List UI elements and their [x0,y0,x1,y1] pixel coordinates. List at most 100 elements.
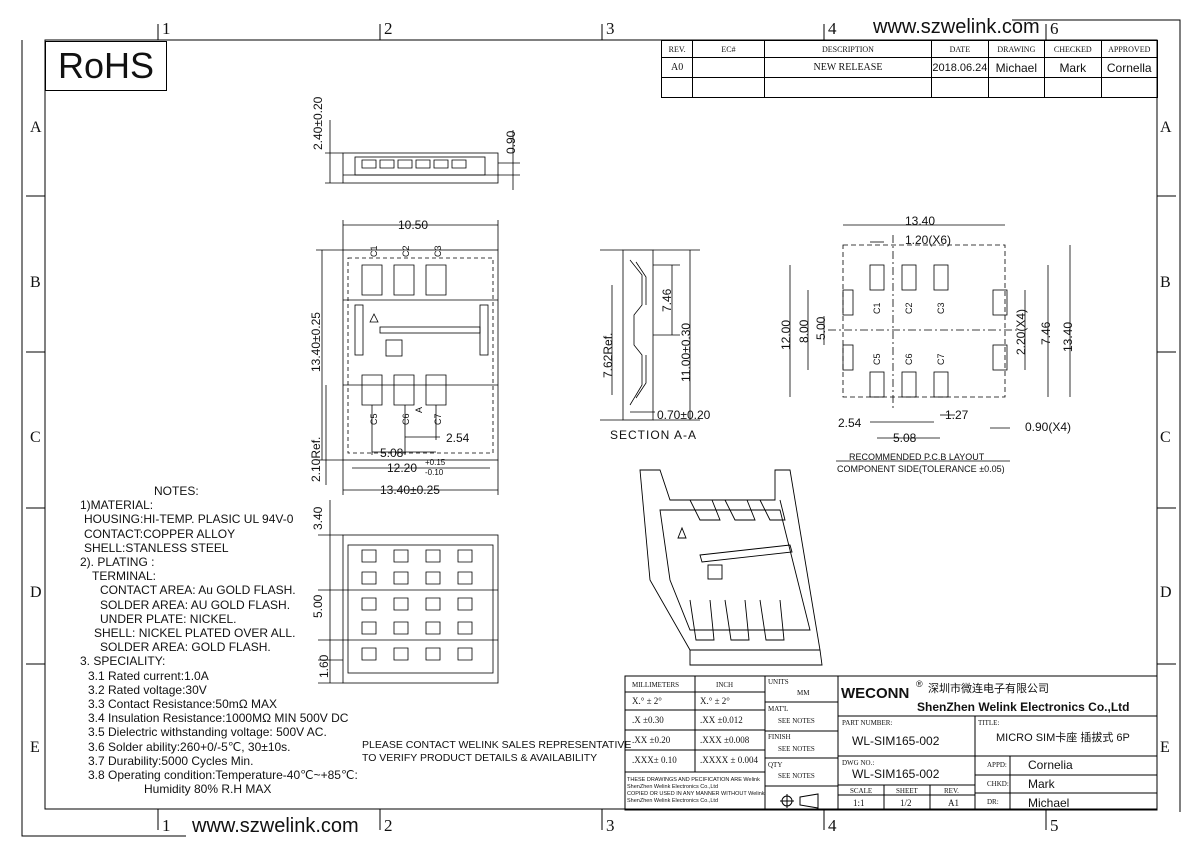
dim-height-1340: 13.40±0.25 [309,312,323,372]
note-line: 3. SPECIALITY: [80,654,166,669]
rev-header-date: DATE [931,40,989,58]
notes-block: NOTES: 1)MATERIAL: HOUSING:HI-TEMP. PLAS… [80,484,358,796]
tb-chkd-label: CHKD: [987,780,1009,788]
tb-tol-mm-3: .XXX± 0.10 [632,755,677,765]
tb-millimeters: MILLIMETERS [632,681,680,689]
dim-1220-tol-up: +0.15 [425,458,446,467]
rev-header-approved: APPROVED [1100,40,1158,58]
tb-inch: INCH [716,681,734,689]
sales-contact-line-1: PLEASE CONTACT WELINK SALES REPRESENTATI… [362,739,632,751]
note-line: UNDER PLATE: NICKEL. [100,611,237,626]
tb-appd: Cornelia [1028,758,1073,772]
rev-value: A0 [660,57,694,78]
website-url-top[interactable]: www.szwelink.com [873,16,1040,38]
rohs-logo: RoHS [45,41,167,91]
note-line: 3.4 Insulation Resistance:1000MΩ MIN 500… [88,711,349,726]
note-line: 3.6 Solder ability:260+0/-5℃, 30±10s. [88,739,291,754]
tb-dr: Michael [1028,796,1070,810]
inner-frame [44,39,1158,810]
dim-508: 5.08 [380,446,404,460]
note-line: 3.5 Dielectric withstanding voltage: 500… [88,725,327,740]
tb-qty-value: SEE NOTES [778,772,815,780]
contact-label-c1: C1 [369,245,379,257]
revision-table: REV. EC# DESCRIPTION DATE DRAWING CHECKE… [660,40,1158,98]
note-line: CONTACT:COPPER ALLOY [84,526,236,541]
note-line: 2). PLATING : [80,555,155,570]
tb-rev-label: REV. [944,787,959,795]
section-view [600,249,700,421]
bottom-view [318,500,499,684]
dim-762-ref: 7.62Ref. [601,332,615,378]
note-line: CONTACT AREA: Au GOLD FLASH. [100,583,296,598]
dim-top-height: 2.40±0.20 [311,96,325,150]
note-line: TERMINAL: [92,569,157,584]
grid-col-2-bottom: 2 [384,816,393,835]
note-line: SOLDER AREA: GOLD FLASH. [100,640,271,655]
pcb-layout [789,224,1071,462]
dim-height-210: 2.10Ref. [309,436,323,482]
sales-contact-line-2: TO VERIFY PRODUCT DETAILS & AVAILABILITY [362,752,598,764]
note-line: Humidity 80% R.H MAX [144,782,272,797]
side-view-top [325,120,520,190]
contact-label-c2: C2 [401,245,411,257]
tb-tol-in-2: .XXX ±0.008 [700,735,750,745]
pcb-dim-120: 1.20(X6) [905,233,952,247]
pcb-dim-1340: 13.40 [905,214,936,228]
tb-dwg-label: DWG NO.: [842,759,875,767]
note-line: SOLDER AREA: AU GOLD FLASH. [100,597,291,612]
tb-disclaimer-line: ShenZhen Welink Electronics Co.,Ltd [627,784,718,790]
pcb-label-c3: C3 [936,302,946,314]
pcb-dim-508: 5.08 [893,431,917,445]
tb-scale-label: SCALE [850,787,873,795]
grid-row-b-right: B [1160,274,1171,291]
grid-row-a: A [30,119,42,136]
website-url-bottom[interactable]: www.szwelink.com [192,815,359,837]
tb-company-cn: 深圳市微连电子有限公司 [928,683,1049,695]
corner-mark-tr [1012,19,1181,812]
dim-070: 0.70±0.20 [657,408,711,422]
dim-1100: 11.00±0.30 [679,322,693,382]
tb-tol-mm-2: .XX ±0.20 [632,735,671,745]
rev-ec-value [692,57,765,78]
grid-row-e-right: E [1160,739,1170,756]
tb-disclaimer: THESE DRAWINGS AND PECIFICATION ARE Weli… [627,777,765,805]
dim-1220: 12.20 [387,461,418,475]
rev-header-desc: DESCRIPTION [763,40,933,58]
note-line: 3.3 Contact Resistance:50mΩ MAX [88,697,278,712]
tb-title-label: TITLE: [978,719,1000,727]
grid-col-5-bottom: 5 [1050,816,1059,835]
grid-row-e: E [30,739,40,756]
dim-width-1050: 10.50 [398,218,429,232]
tb-tol-in-1: .XX ±0.012 [700,715,743,725]
grid-row-a-right: A [1160,119,1172,136]
pcb-dim-746: 7.46 [1039,321,1053,345]
pcb-dim-500: 5.00 [814,316,828,340]
grid-col-2: 2 [384,19,393,38]
tb-dwg-number: WL-SIM165-002 [852,767,940,781]
tb-matl-value: SEE NOTES [778,717,815,725]
rev-header-rev: REV. [660,40,694,58]
pcb-caption-1: RECOMMENDED P.C.B LAYOUT [849,452,985,462]
pcb-dim-220: 2.20(X4) [1014,308,1028,355]
grid-col-1: 1 [162,19,171,38]
contact-label-c5: C5 [369,413,379,425]
dim-746: 7.46 [660,288,674,312]
rev-header-ec: EC# [692,40,765,58]
tb-chkd: Mark [1028,777,1055,791]
rev-header-checked: CHECKED [1044,40,1102,58]
tb-tol-in-3: .XXXX ± 0.004 [700,755,758,765]
pcb-caption-2: COMPONENT SIDE(TOLERANCE ±0.05) [837,464,1005,474]
sales-contact-note: PLEASE CONTACT WELINK SALES REPRESENTATI… [362,739,631,765]
dim-254: 2.54 [446,431,470,445]
tb-part-number: WL-SIM165-002 [852,734,940,748]
section-marker-a: A [414,406,424,413]
grid-col-1-bottom: 1 [162,816,171,835]
grid-col-6: 6 [1050,19,1059,38]
rev-approved: Cornella [1100,57,1158,78]
note-line: 3.2 Rated voltage:30V [88,682,207,697]
grid-row-c: C [30,429,41,446]
pcb-label-c7: C7 [936,353,946,365]
dim-width-1340: 13.40±0.25 [380,483,440,497]
